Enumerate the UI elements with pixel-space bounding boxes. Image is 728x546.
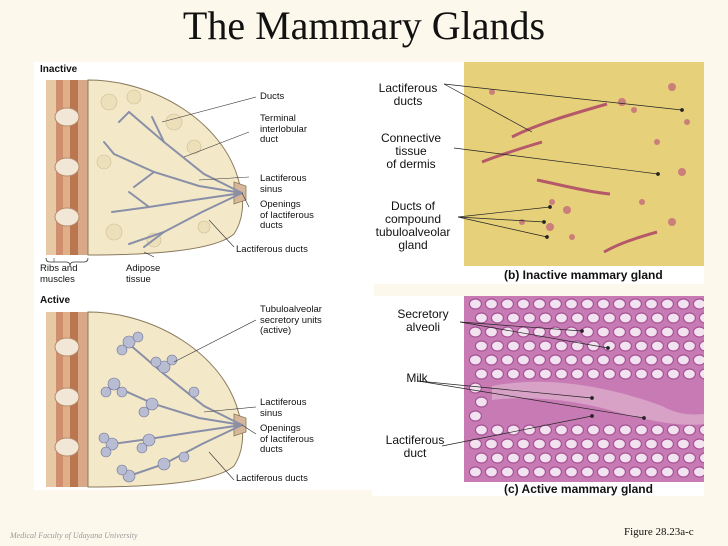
label-lactiferous-ducts: Lactiferous ducts [236, 244, 308, 255]
label-active-lactiferous-ducts: Lactiferous ducts [236, 473, 308, 484]
caption-active-gland: (c) Active mammary gland [504, 482, 653, 496]
active-micrograph [417, 296, 704, 482]
inactive-micrograph [443, 62, 704, 266]
inactive-heading: Inactive [40, 64, 78, 75]
footer-institution: Medical Faculty of Udayana University [10, 531, 138, 540]
breast-anatomy-illustration [45, 79, 257, 488]
active-heading: Active [40, 295, 71, 306]
label-ducts: Ducts [260, 91, 285, 102]
figure-number: Figure 28.23a-c [624, 526, 694, 538]
label-rb-milk: Milk [406, 371, 428, 385]
caption-inactive-gland: (b) Inactive mammary gland [504, 268, 663, 282]
slide-title: The Mammary Glands [182, 3, 546, 48]
